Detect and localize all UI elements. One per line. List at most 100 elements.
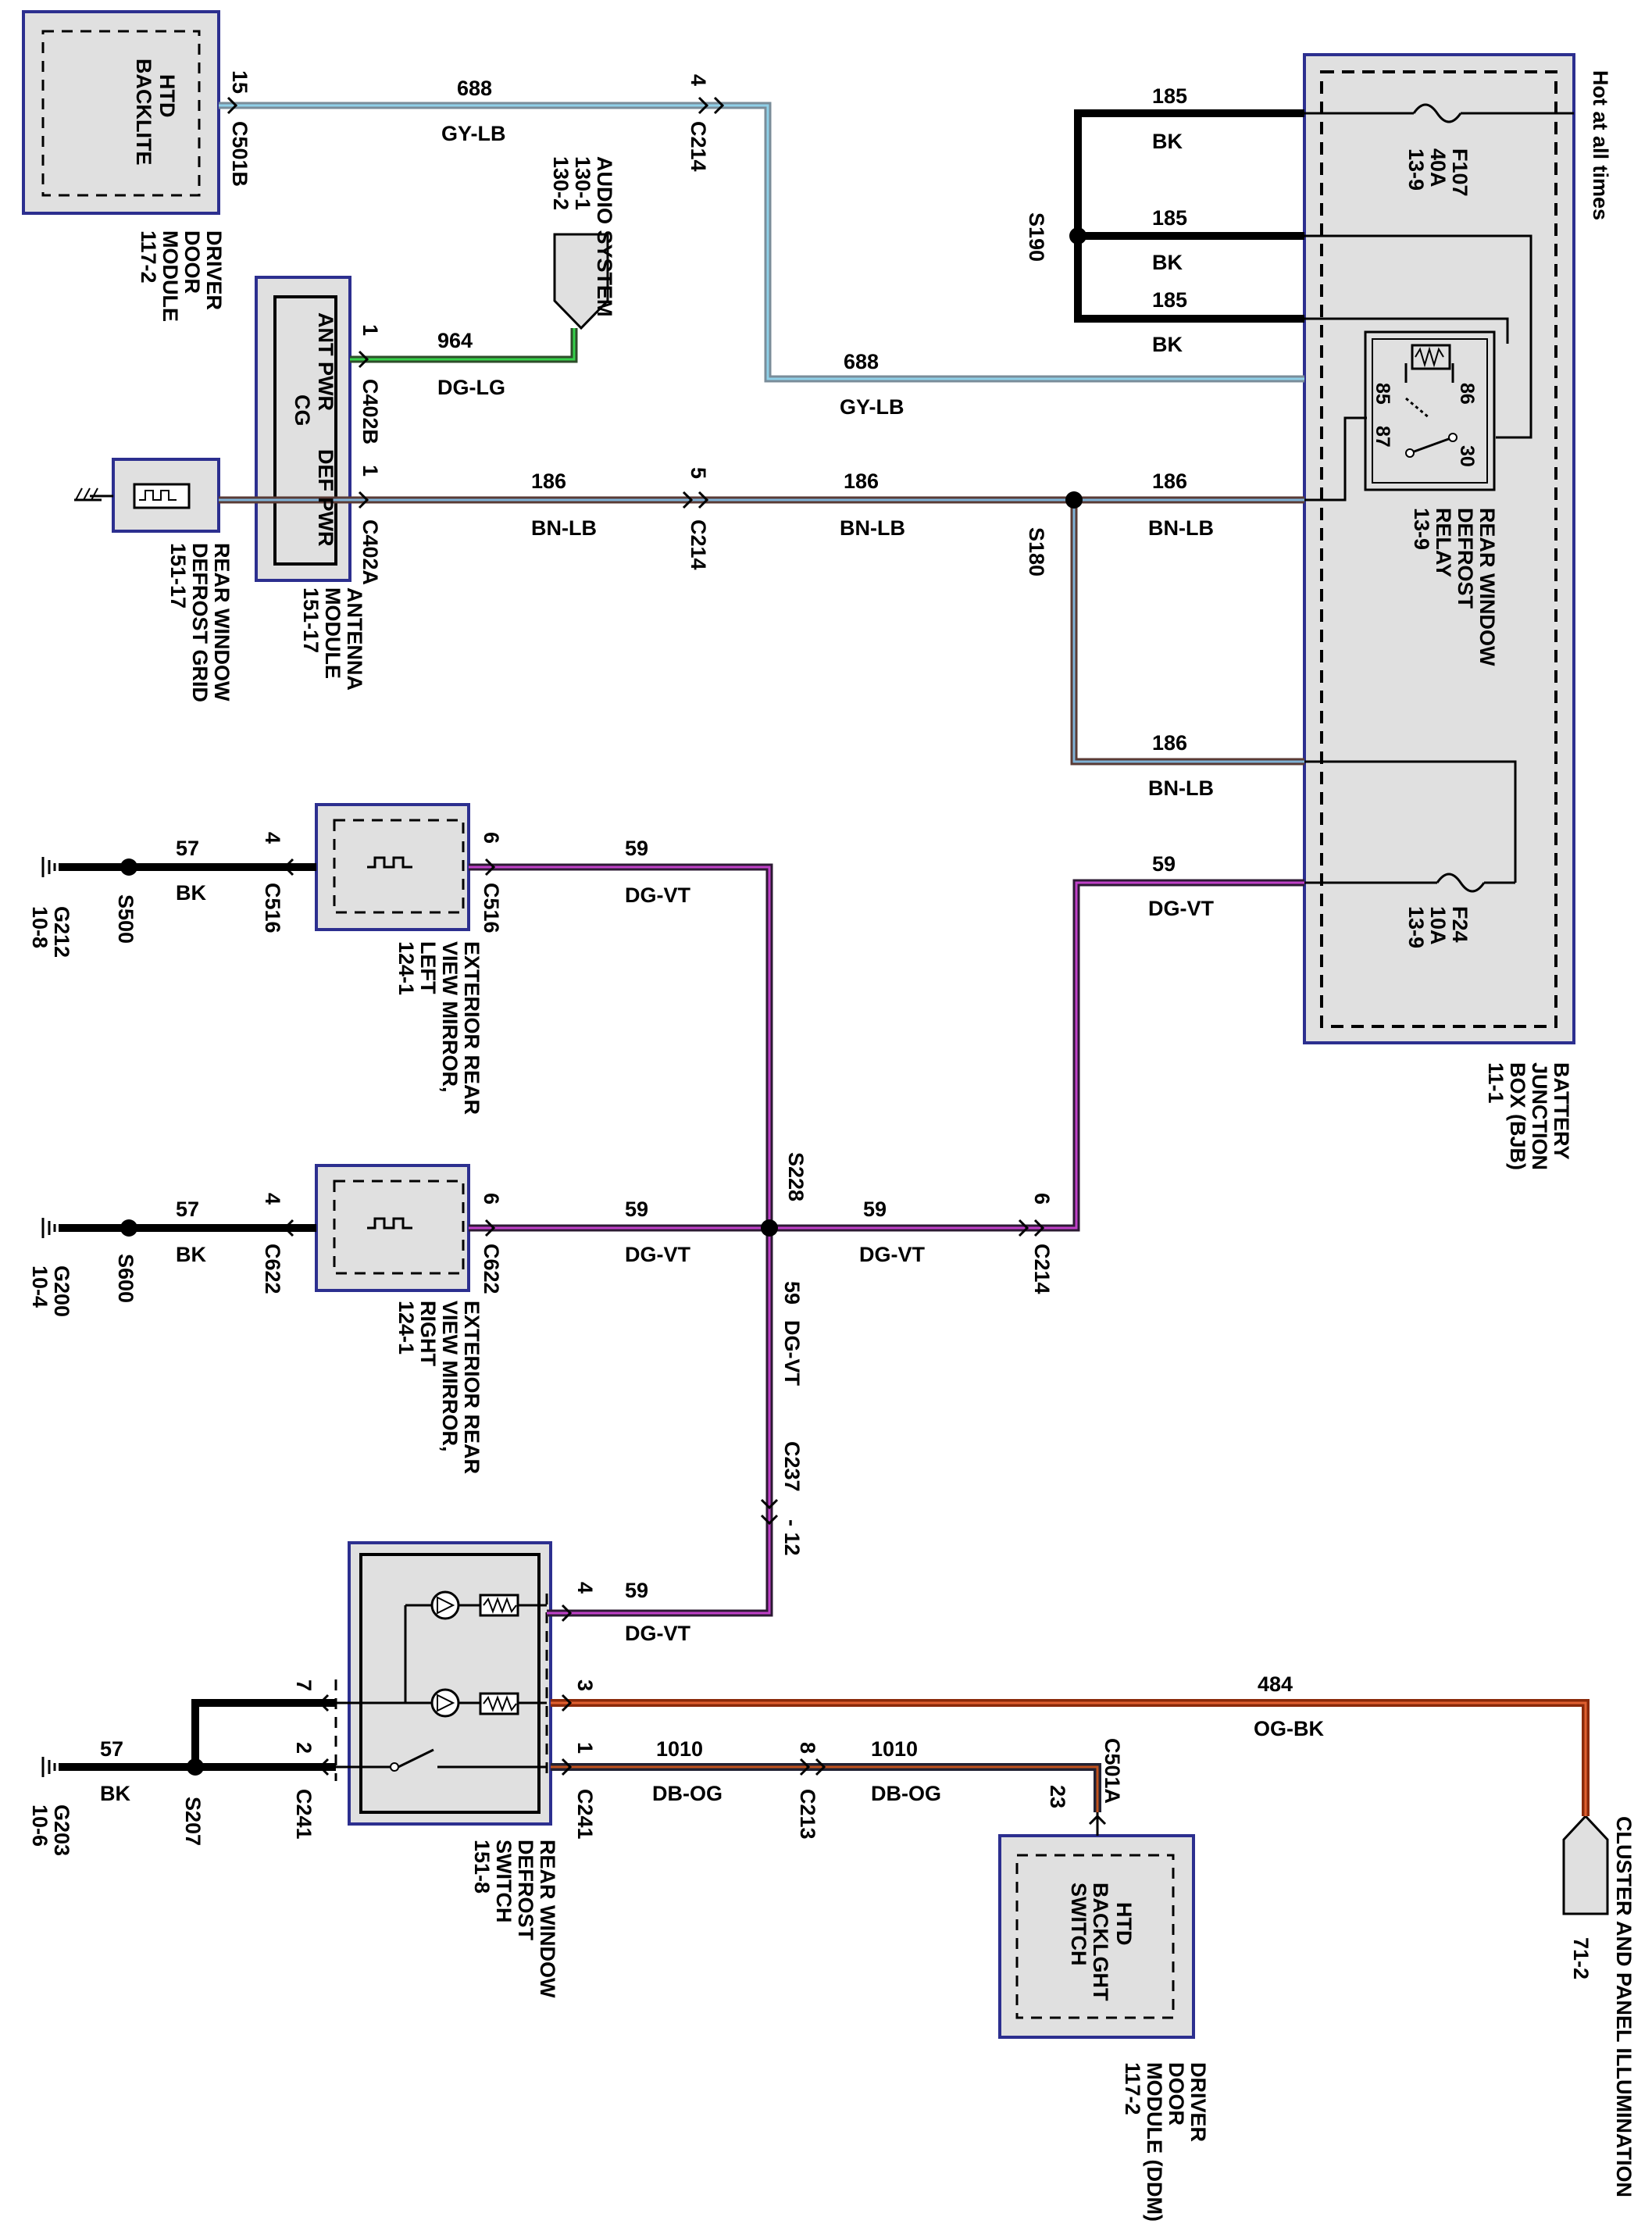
switch-pin-2: 2 — [292, 1742, 316, 1754]
rear-window-defrost-switch — [334, 1541, 552, 1826]
wire-59-label-5: 59 — [625, 1579, 648, 1602]
antenna-pin-def-pwr: DEF PWR — [314, 449, 337, 547]
c402a-pin: 1 — [359, 465, 382, 477]
wire-bn-lb-label-3: BN-LB — [1148, 516, 1214, 540]
c214-pin-6: 6 — [1030, 1193, 1054, 1205]
wire-bk-label-2: BK — [1152, 251, 1183, 274]
wire-484-label: 484 — [1258, 1672, 1293, 1696]
s190-label: S190 — [1025, 212, 1048, 262]
wire-dg-lg-label: DG-LG — [437, 376, 505, 399]
wire-bk-label-1: BK — [1152, 130, 1183, 153]
s228-label: S228 — [784, 1152, 808, 1201]
ddm-top-label-3: MODULE — [159, 230, 182, 322]
wire-bk-label-6: BK — [100, 1782, 130, 1805]
c214-label-1: C214 — [687, 121, 710, 172]
battery-junction-box — [1303, 53, 1575, 1044]
audio-system-label-3: 130-2 — [549, 156, 573, 210]
rear-window-defrost-grid — [74, 458, 220, 533]
ground-symbols — [41, 857, 56, 1777]
defrost-grid-label-1: REAR WINDOW — [210, 543, 234, 701]
ddm-top-label-2: DOOR — [180, 230, 204, 294]
c214-label-2: C214 — [687, 519, 710, 570]
c501a-pin-23: 23 — [1046, 1785, 1069, 1808]
s180-label: S180 — [1025, 527, 1048, 576]
wire-57-bk — [59, 858, 336, 1776]
switch-pin-3: 3 — [573, 1679, 597, 1691]
wire-186-bn-lb — [219, 416, 1517, 883]
wire-59-label-2: 59 — [1152, 852, 1176, 876]
defrost-grid-label-3: 151-17 — [166, 543, 190, 609]
f107-label-2: 40A — [1426, 148, 1450, 187]
antenna-module — [255, 276, 351, 582]
c402b-pin: 1 — [359, 324, 382, 336]
c622-pin-6: 6 — [480, 1193, 503, 1205]
switch-label-4: 151-8 — [470, 1840, 494, 1894]
switch-label-1: REAR WINDOW — [536, 1840, 559, 1998]
htd-backlite-label-1: HTD — [155, 74, 179, 118]
g212-label: G212 — [50, 906, 73, 958]
mirror-left-label-2: VIEW MIRROR, — [438, 941, 462, 1093]
relay-label-1: REAR WINDOW — [1475, 508, 1499, 666]
labels: 688 GY-LB 688 GY-LB 185 BK 185 BK 185 BK… — [28, 59, 1636, 2222]
fuse-f24 — [1304, 873, 1515, 893]
mirror-right-label-1: EXTERIOR REAR — [460, 1301, 483, 1474]
wire-185-label-3: 185 — [1152, 288, 1187, 312]
wire-dg-vt-label-2: DG-VT — [1148, 897, 1215, 920]
bjb-label-1: BATTERY — [1550, 1062, 1573, 1160]
htd-switch-label-2: BACKLGHT — [1089, 1883, 1112, 2001]
wire-bn-lb-label-4: BN-LB — [1148, 776, 1214, 800]
wire-dg-vt-label-5: DG-VT — [625, 1622, 691, 1645]
f24-label-3: 13-9 — [1404, 906, 1428, 948]
wire-gy-lb-label-2: GY-LB — [840, 395, 904, 419]
audio-system-label-1: AUDIO SYSTEM — [593, 156, 616, 317]
antenna-module-label-1: ANTENNA — [343, 587, 366, 691]
antenna-module-label-3: 151-17 — [299, 587, 323, 653]
ddm-bottom-label-1: DRIVER — [1186, 2062, 1210, 2142]
wire-59-label-1: 59 — [625, 837, 648, 860]
switch-pin-4: 4 — [573, 1582, 597, 1594]
wire-688-gy-lb — [219, 102, 1304, 383]
c214-pin-4: 4 — [687, 74, 710, 86]
mirror-right-label-3: RIGHT — [416, 1301, 440, 1367]
relay-pin-85: 85 — [1372, 383, 1393, 405]
wire-186-label-2: 186 — [844, 469, 879, 493]
g200-label: G200 — [50, 1265, 73, 1317]
wire-186-label-3: 186 — [1152, 469, 1187, 493]
hot-at-all-times-label: Hot at all times — [1589, 70, 1612, 220]
wire-186-label-4: 186 — [1152, 731, 1187, 755]
ddm-bottom-label-2: DOOR — [1165, 2062, 1188, 2126]
wire-bk-label-5: BK — [176, 1243, 206, 1266]
c402a-label: C402A — [359, 519, 382, 585]
htd-switch-label-1: HTD — [1112, 1902, 1136, 1946]
fuse-f107 — [1304, 103, 1574, 123]
c213-pin-8: 8 — [796, 1742, 819, 1754]
htd-backlite-label-2: BACKLITE — [132, 59, 155, 166]
bjb-label-4: 11-1 — [1484, 1062, 1507, 1104]
wire-964-dg-lg — [350, 328, 578, 363]
wire-bn-lb-label-2: BN-LB — [840, 516, 905, 540]
c516-label-1: C516 — [261, 883, 284, 933]
wire-964-label: 964 — [437, 329, 473, 352]
htd-backlight-switch-module — [998, 1834, 1195, 2039]
audio-system-label-2: 130-1 — [571, 156, 594, 210]
mirror-left-label-3: LEFT — [416, 941, 440, 994]
wire-db-og-label-1: DB-OG — [652, 1782, 723, 1805]
mirror-right-label-2: VIEW MIRROR, — [438, 1301, 462, 1452]
cluster-label-2: 71-2 — [1569, 1937, 1593, 1979]
htd-backlite-module — [22, 10, 220, 215]
wire-bk-label-3: BK — [1152, 333, 1183, 356]
f24-label-1: F24 — [1448, 906, 1472, 943]
c237-label: C237 — [780, 1441, 804, 1492]
wire-57-label-2: 57 — [176, 1198, 199, 1221]
wire-186-label-1: 186 — [531, 469, 566, 493]
c241-label-left: C241 — [292, 1789, 316, 1840]
mirror-left-label-4: 124-1 — [394, 941, 418, 995]
s500-label: S500 — [114, 894, 137, 944]
s207-label: S207 — [181, 1797, 205, 1846]
wire-185-label-1: 185 — [1152, 84, 1187, 108]
g203-label: G203 — [50, 1804, 73, 1856]
connector-markers — [227, 96, 1107, 1826]
c516-label-2: C516 — [480, 883, 503, 933]
mirror-right-label-4: 124-1 — [394, 1301, 418, 1355]
